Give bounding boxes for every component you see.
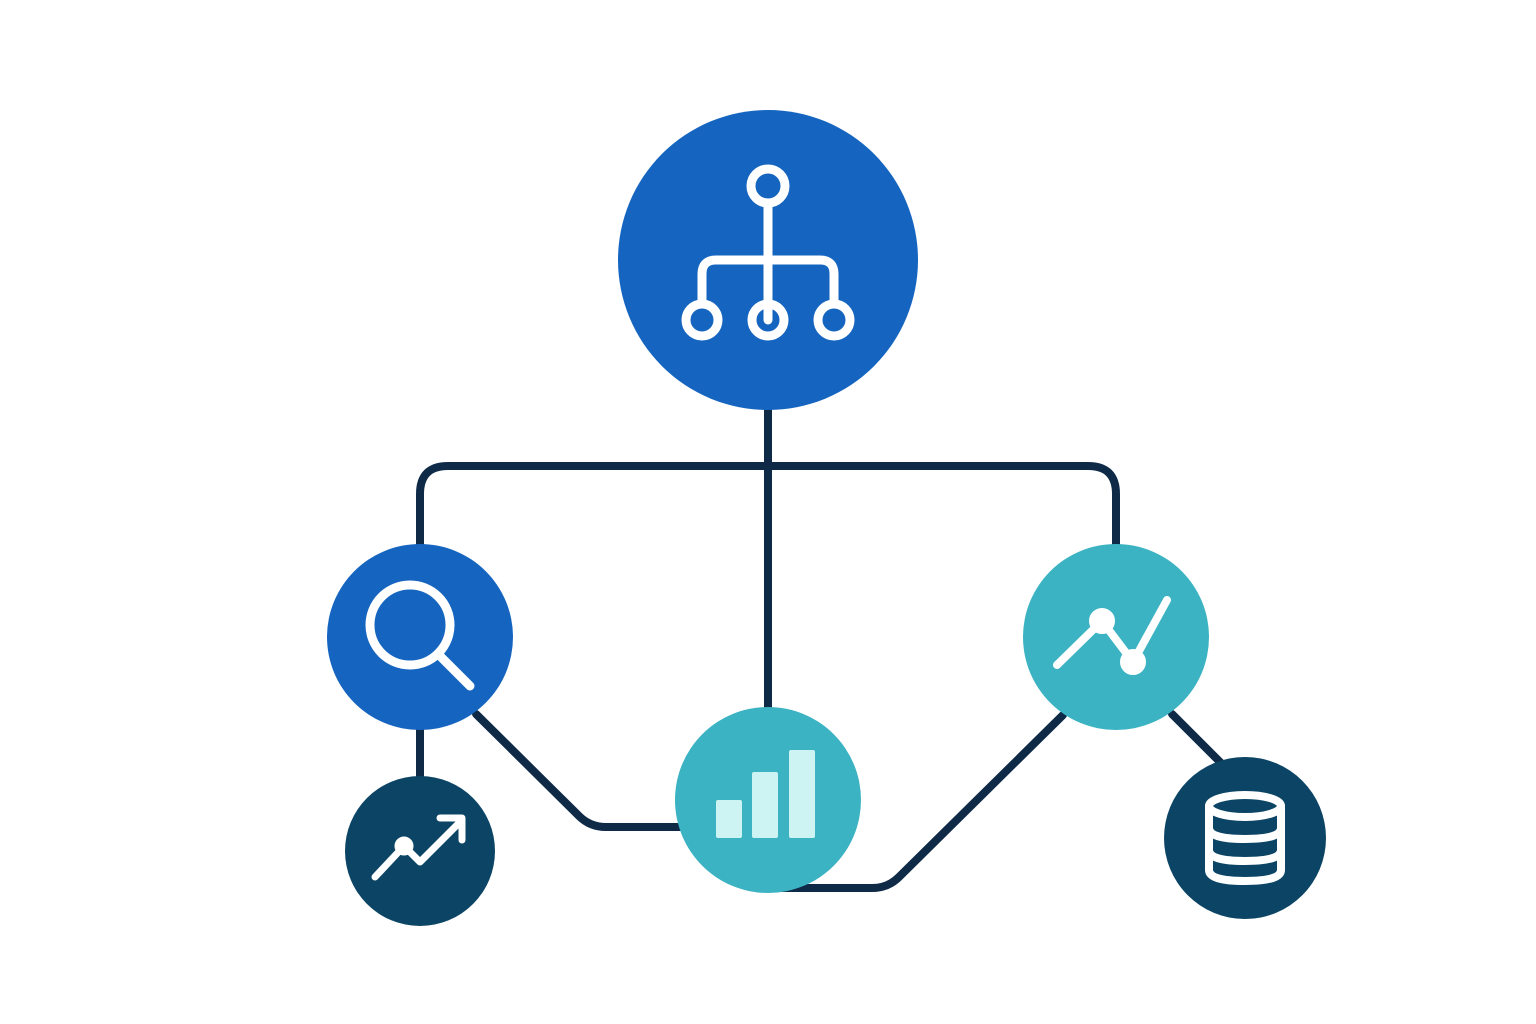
node-trend-up[interactable] — [345, 776, 495, 926]
edge-hierarchy-to-line-chart — [764, 462, 1120, 554]
node-search-circle — [327, 544, 513, 730]
node-bar-chart[interactable] — [675, 707, 861, 893]
connectors — [416, 401, 1230, 892]
trend-up-icon — [371, 814, 466, 881]
node-database[interactable] — [1164, 757, 1326, 919]
node-line-chart[interactable] — [1023, 544, 1209, 730]
search-icon — [365, 580, 475, 691]
bar-chart-icon-bar-3 — [789, 750, 815, 838]
bar-chart-icon-bar-2 — [752, 772, 778, 838]
bar-chart-icon — [716, 750, 815, 838]
node-hierarchy[interactable] — [618, 110, 918, 410]
bar-chart-icon-bar-1 — [716, 800, 742, 838]
node-trend-up-circle — [345, 776, 495, 926]
edge-search-to-bar-chart — [472, 710, 689, 831]
line-chart-icon — [1053, 596, 1171, 675]
node-search[interactable] — [327, 544, 513, 730]
edge-hierarchy-to-search — [416, 462, 772, 554]
edge-bar-chart-to-line-chart — [764, 711, 1067, 892]
edge-line-chart-to-database — [1168, 710, 1230, 772]
database-icon — [1205, 791, 1285, 885]
hierarchy-icon — [681, 164, 855, 341]
